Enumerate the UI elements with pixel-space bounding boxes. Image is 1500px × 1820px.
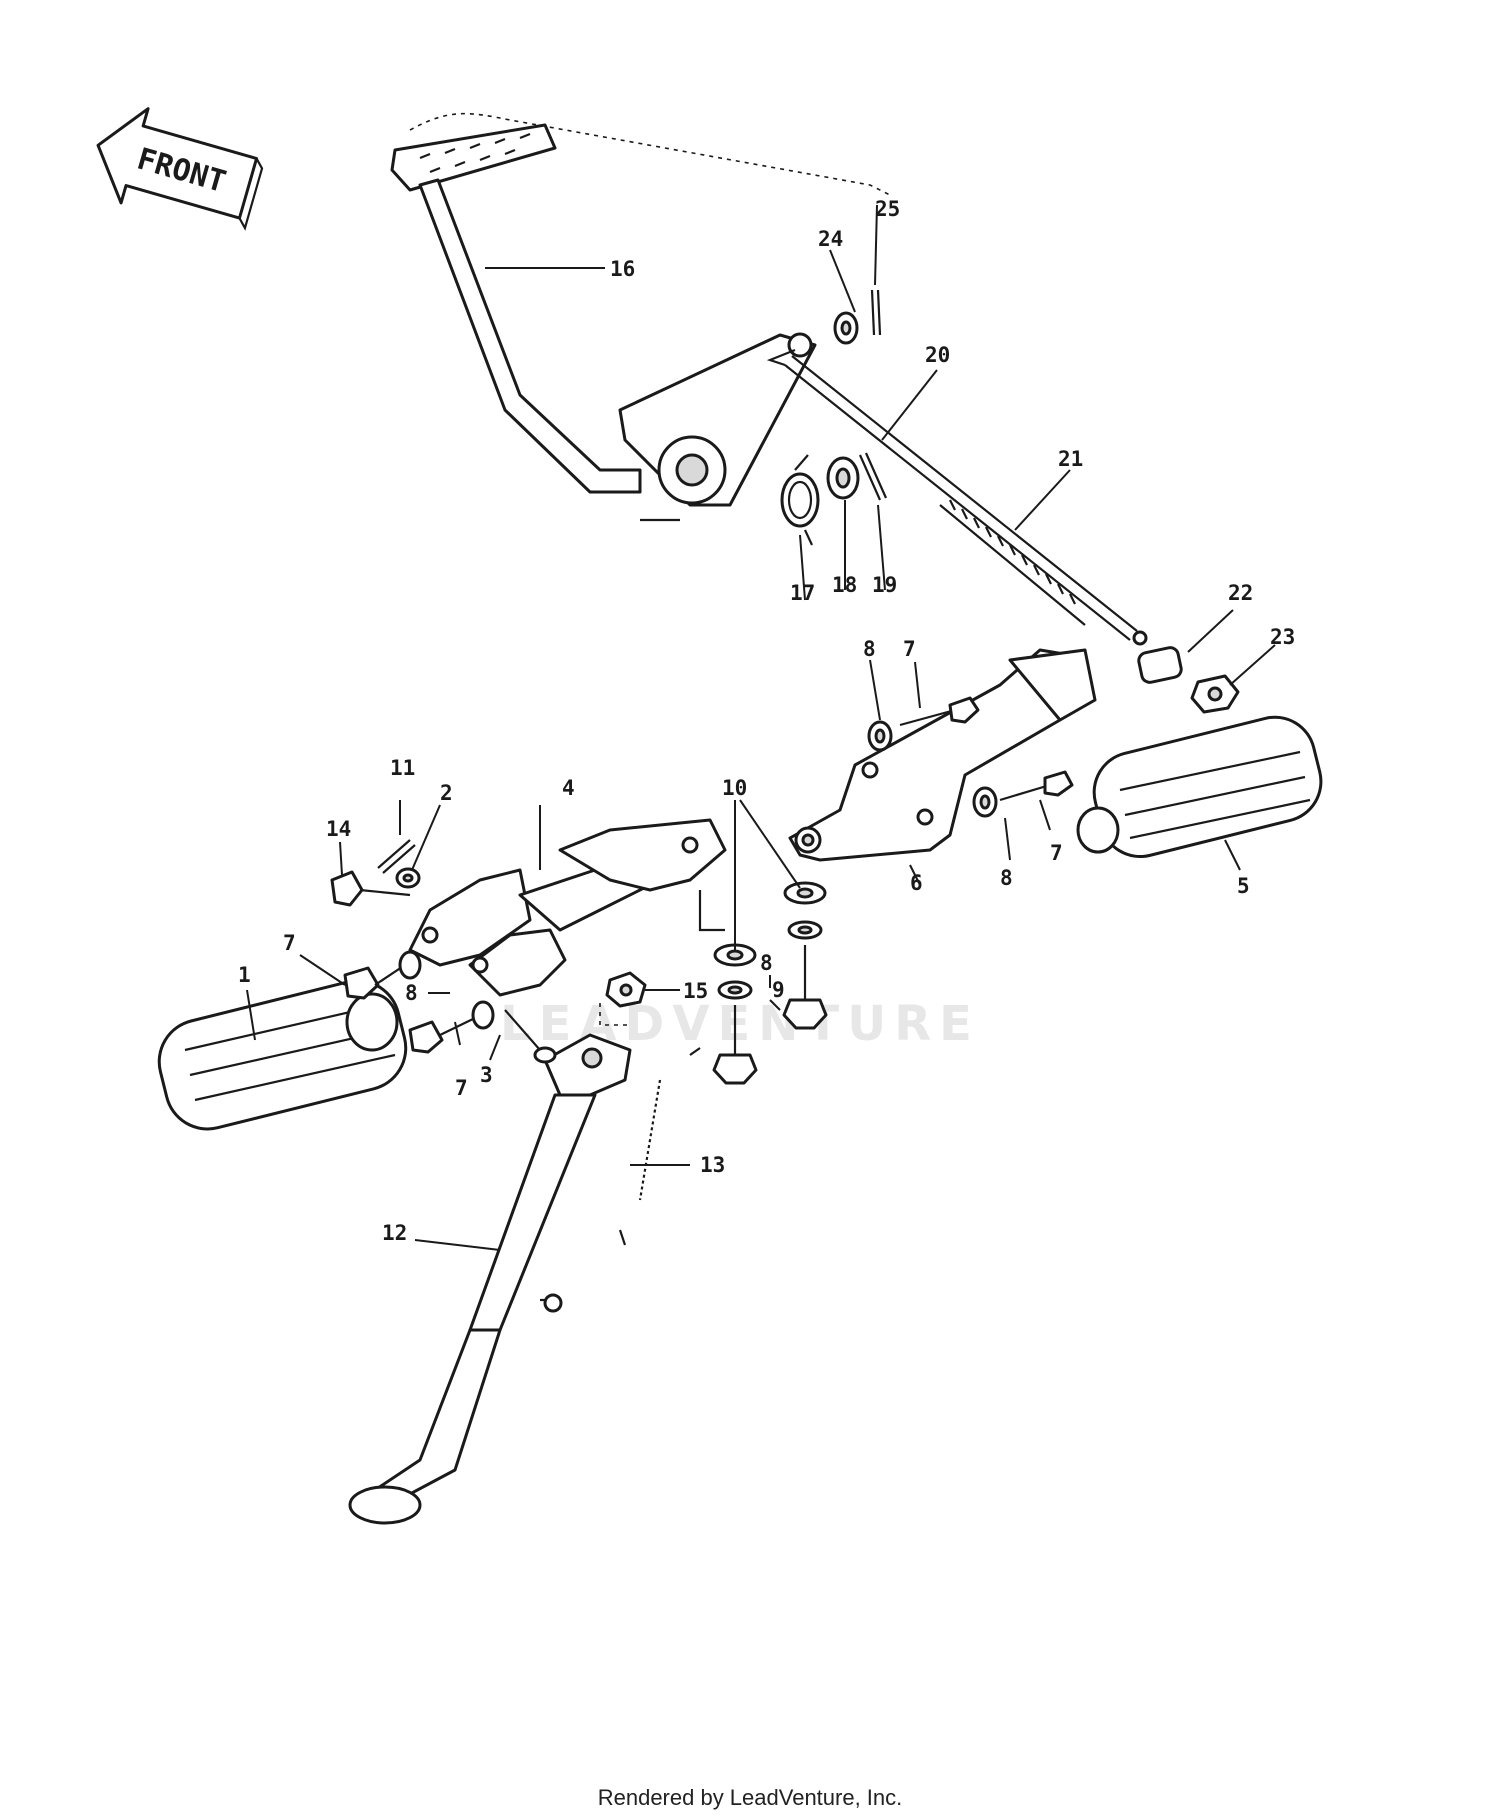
callout-8-b: 8 [1000, 866, 1013, 890]
callout-10: 10 [722, 776, 747, 800]
washer-8-top [867, 720, 893, 752]
callout-18: 18 [832, 573, 857, 597]
bolt-14 [330, 870, 411, 907]
callout-22: 22 [1228, 581, 1253, 605]
callout-labels: 1 2 3 4 5 6 7 7 7 7 8 8 8 8 9 10 11 12 1… [238, 197, 1295, 1245]
side-stand-spring [618, 1047, 701, 1246]
rod-adjuster [1137, 646, 1183, 684]
callout-7-d: 7 [455, 1076, 468, 1100]
callout-12: 12 [382, 1221, 407, 1245]
adjuster-nut [1190, 674, 1240, 714]
cotter-pin-11 [377, 839, 416, 874]
callout-16: 16 [610, 257, 635, 281]
callout-7-a: 7 [903, 637, 916, 661]
callout-25: 25 [875, 197, 900, 221]
callout-13: 13 [700, 1153, 725, 1177]
leader-lines [246, 204, 1276, 1251]
bolt-7-top [899, 696, 980, 727]
callout-9: 9 [772, 978, 785, 1002]
callout-6: 6 [910, 871, 923, 895]
callout-11: 11 [390, 756, 415, 780]
callout-8-d: 8 [405, 981, 418, 1005]
brake-rod-spring [939, 499, 1086, 626]
pedal-return-spring [780, 454, 820, 546]
nut-15 [599, 971, 647, 1026]
bolt-7-bottom [408, 1000, 495, 1054]
washer-24 [833, 311, 859, 345]
cotter-pin-19 [858, 452, 888, 501]
washer-10-left-stack [712, 943, 758, 1085]
washer-10-stack [782, 881, 828, 1030]
callout-7-b: 7 [1050, 841, 1063, 865]
callout-3: 3 [480, 1063, 493, 1087]
left-footrest-bracket [408, 818, 727, 997]
callout-24: 24 [818, 227, 843, 251]
callout-23: 23 [1270, 625, 1295, 649]
brake-pedal [390, 123, 817, 522]
callout-8-a: 8 [863, 637, 876, 661]
cotter-pin-25 [870, 289, 882, 336]
callout-14: 14 [326, 817, 351, 841]
callout-8-c: 8 [760, 951, 773, 975]
side-stand [348, 1033, 632, 1525]
callout-4: 4 [562, 776, 575, 800]
washer-18 [826, 456, 860, 500]
credit-text: Rendered by LeadVenture, Inc. [597, 1785, 903, 1810]
washer-2 [395, 867, 421, 889]
callout-19: 19 [872, 573, 897, 597]
callout-17: 17 [790, 581, 815, 605]
callout-15: 15 [683, 979, 708, 1003]
callout-1: 1 [238, 963, 251, 987]
washer-8-right [972, 786, 998, 818]
right-footrest-bracket [788, 648, 1097, 862]
callout-21: 21 [1058, 447, 1083, 471]
callout-2: 2 [440, 781, 453, 805]
callout-20: 20 [925, 343, 950, 367]
brake-rod [766, 348, 1148, 646]
bolt-7-left [343, 950, 422, 1000]
clevis-pin-3 [504, 1009, 557, 1064]
front-arrow-icon: FRONT [96, 107, 264, 231]
bolt-7-right [999, 770, 1074, 802]
left-footrest [157, 979, 408, 1131]
right-footrest [1076, 715, 1323, 859]
callout-5: 5 [1237, 874, 1250, 898]
callout-7-c: 7 [283, 931, 296, 955]
